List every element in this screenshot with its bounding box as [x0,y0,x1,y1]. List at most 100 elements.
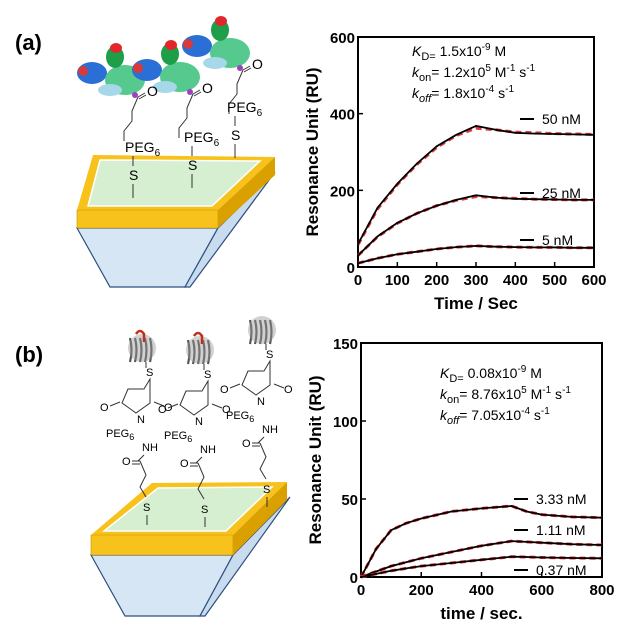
imide-oxygen: O [100,402,109,414]
data-point [593,246,595,249]
chromophore-red [134,329,146,342]
peg-subscript: 6 [129,432,134,442]
annotation-segment: -1 [562,385,571,396]
data-point [480,558,483,561]
antibody-purple-site [132,92,138,98]
annotation-segment: s [530,407,541,423]
data-point [396,182,399,185]
data-point [570,557,573,559]
thiol-sulfur: S [263,484,270,496]
data-point [375,572,377,575]
data-point [455,133,458,136]
thiol-sulfur: S [143,502,150,514]
data-point [540,541,543,544]
kinetics-annotation-line: koff= 7.05x10-4 s-1 [440,406,550,427]
annotation-segment: K [412,43,422,59]
x-tick-label: 200 [409,582,434,599]
protein-body [128,334,156,362]
data-point [450,562,453,564]
thiol-sulfur: S [129,167,138,183]
antibody-light-chain [153,81,177,93]
x-tick-label: 800 [589,582,614,599]
data-point [480,544,483,547]
data-point [420,565,423,567]
data-point [475,245,477,247]
legend-label: 0.37 nM [536,562,587,578]
peg-label-text: PEG [227,99,257,115]
amide-oxygen: O [180,458,189,470]
data-point [525,556,528,558]
kinetics-annotation-line: kon= 8.76x105 M-1 s-1 [440,385,571,406]
annotation-segment: -1 [505,84,514,95]
linker-bond [178,89,202,138]
data-point [540,513,543,516]
annotation-segment: M [527,386,543,402]
annotation-segment: D= [421,51,435,63]
data-point [573,199,576,201]
y-axis-label: Resonance Unit (RU) [306,375,325,544]
amide-nh: NH [142,442,158,454]
protein-barrel-structure [128,329,156,363]
annotation-segment: M [526,365,542,381]
data-point [593,133,595,136]
data-point [480,507,483,510]
data-point [396,253,399,256]
peg-label: PEG6 [226,410,254,424]
beta-strand [206,339,211,365]
data-point [510,555,513,558]
x-tick-label: 600 [581,272,606,289]
amide-oxygen: O [122,456,131,468]
data-point [416,162,418,165]
data-point [601,557,603,560]
data-point [475,125,477,127]
data-point [405,561,408,564]
data-point [416,250,418,253]
data-point [420,517,423,520]
data-point [357,243,359,245]
peg-label: PEG6 [106,428,134,442]
data-point [455,246,458,248]
protein-body [186,336,214,364]
gold-side [233,482,287,555]
thiol-sulfur: S [201,504,208,516]
legend-label: 3.33 nM [536,491,587,507]
imide-nitrogen: N [257,396,265,408]
kinetics-annotation-line: KD= 1.5x10-9 M [412,42,506,63]
succinimide-ring [109,377,165,414]
thiol-sulfur: S [231,127,240,143]
thiol-sulfur: S [188,157,197,173]
amide-nh: NH [200,444,216,456]
legend-label: 25 nM [542,185,581,201]
data-point [376,257,379,260]
peg-text: PEG [226,410,249,422]
peg-label-text: PEG [125,139,155,155]
antibody-purple-site [237,65,243,71]
peg-subscript: 6 [187,434,192,444]
peg-subscript: 6 [249,414,254,424]
annotation-segment: D= [449,373,463,385]
data-point [570,543,573,546]
legend-label: 50 nM [542,111,581,127]
peg-text: PEG [164,430,187,442]
beta-strand [248,319,253,345]
data-point [514,197,517,200]
antibody-red-patch [78,66,88,76]
y-tick-label: 150 [333,336,358,353]
data-point [375,570,377,573]
data-point [553,133,556,135]
beta-strand [196,339,201,365]
data-point [416,212,418,215]
annotation-segment: k [440,386,448,402]
data-point [376,206,379,209]
y-tick-label: 0 [347,260,355,277]
panel-label-a: (a) [15,30,42,55]
peg-label: PEG6 [164,430,192,444]
thioether-sulfur: S [266,349,273,361]
data-point [376,235,379,238]
data-point [534,132,536,135]
data-point [553,246,556,249]
data-point [405,522,408,525]
